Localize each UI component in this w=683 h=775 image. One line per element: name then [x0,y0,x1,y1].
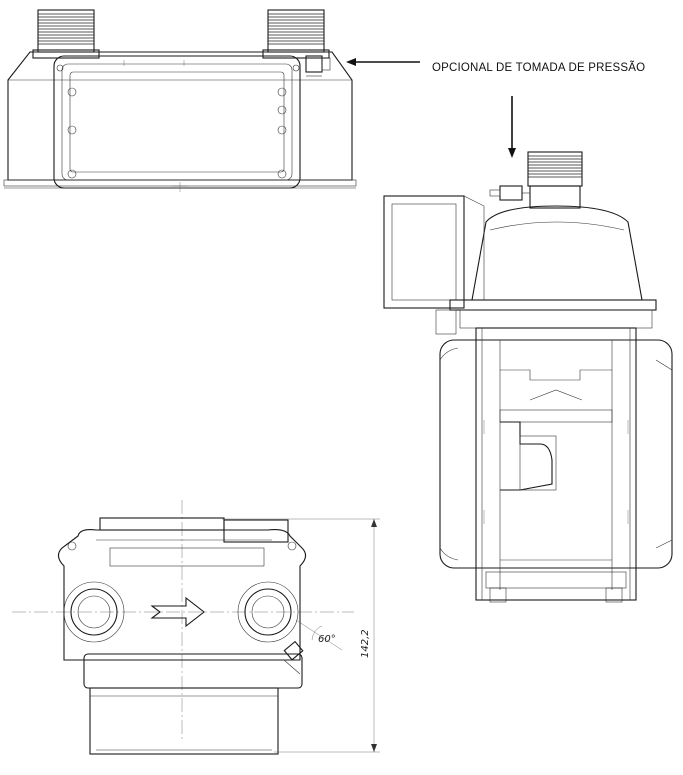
left-thread-connector [32,9,100,59]
side-view-thread-connector [527,151,583,209]
side-view-drawing [383,96,673,603]
side-view-pressure-tap-fitting [489,185,530,201]
side-view-lower-body [439,327,673,603]
pressure-tap-callout-label: OPCIONAL DE TOMADA DE PRESSÃO [432,62,646,74]
angle-dimension-label: 60° [318,634,336,645]
bottom-view-housing [57,529,307,661]
bottom-view-drawing: 60° 142,2 [12,500,380,755]
side-view-flange [449,299,657,311]
bottom-view-register [83,653,303,689]
right-thread-connector [262,9,330,59]
outlet-port [237,581,299,643]
flow-direction-arrow-icon [150,596,205,628]
top-view-drawing [3,9,420,192]
inlet-port [63,581,125,643]
height-dimension-label: 142,2 [360,629,371,658]
height-dimension: 142,2 [222,518,380,753]
bottom-view-pressure-tap-fitting [283,640,304,675]
top-view-screws [56,64,300,179]
side-view-register-box [383,195,465,309]
side-view-dome-housing [471,205,643,301]
top-view-pressure-tap-fitting [305,55,331,77]
top-view-window-frame [53,55,301,189]
